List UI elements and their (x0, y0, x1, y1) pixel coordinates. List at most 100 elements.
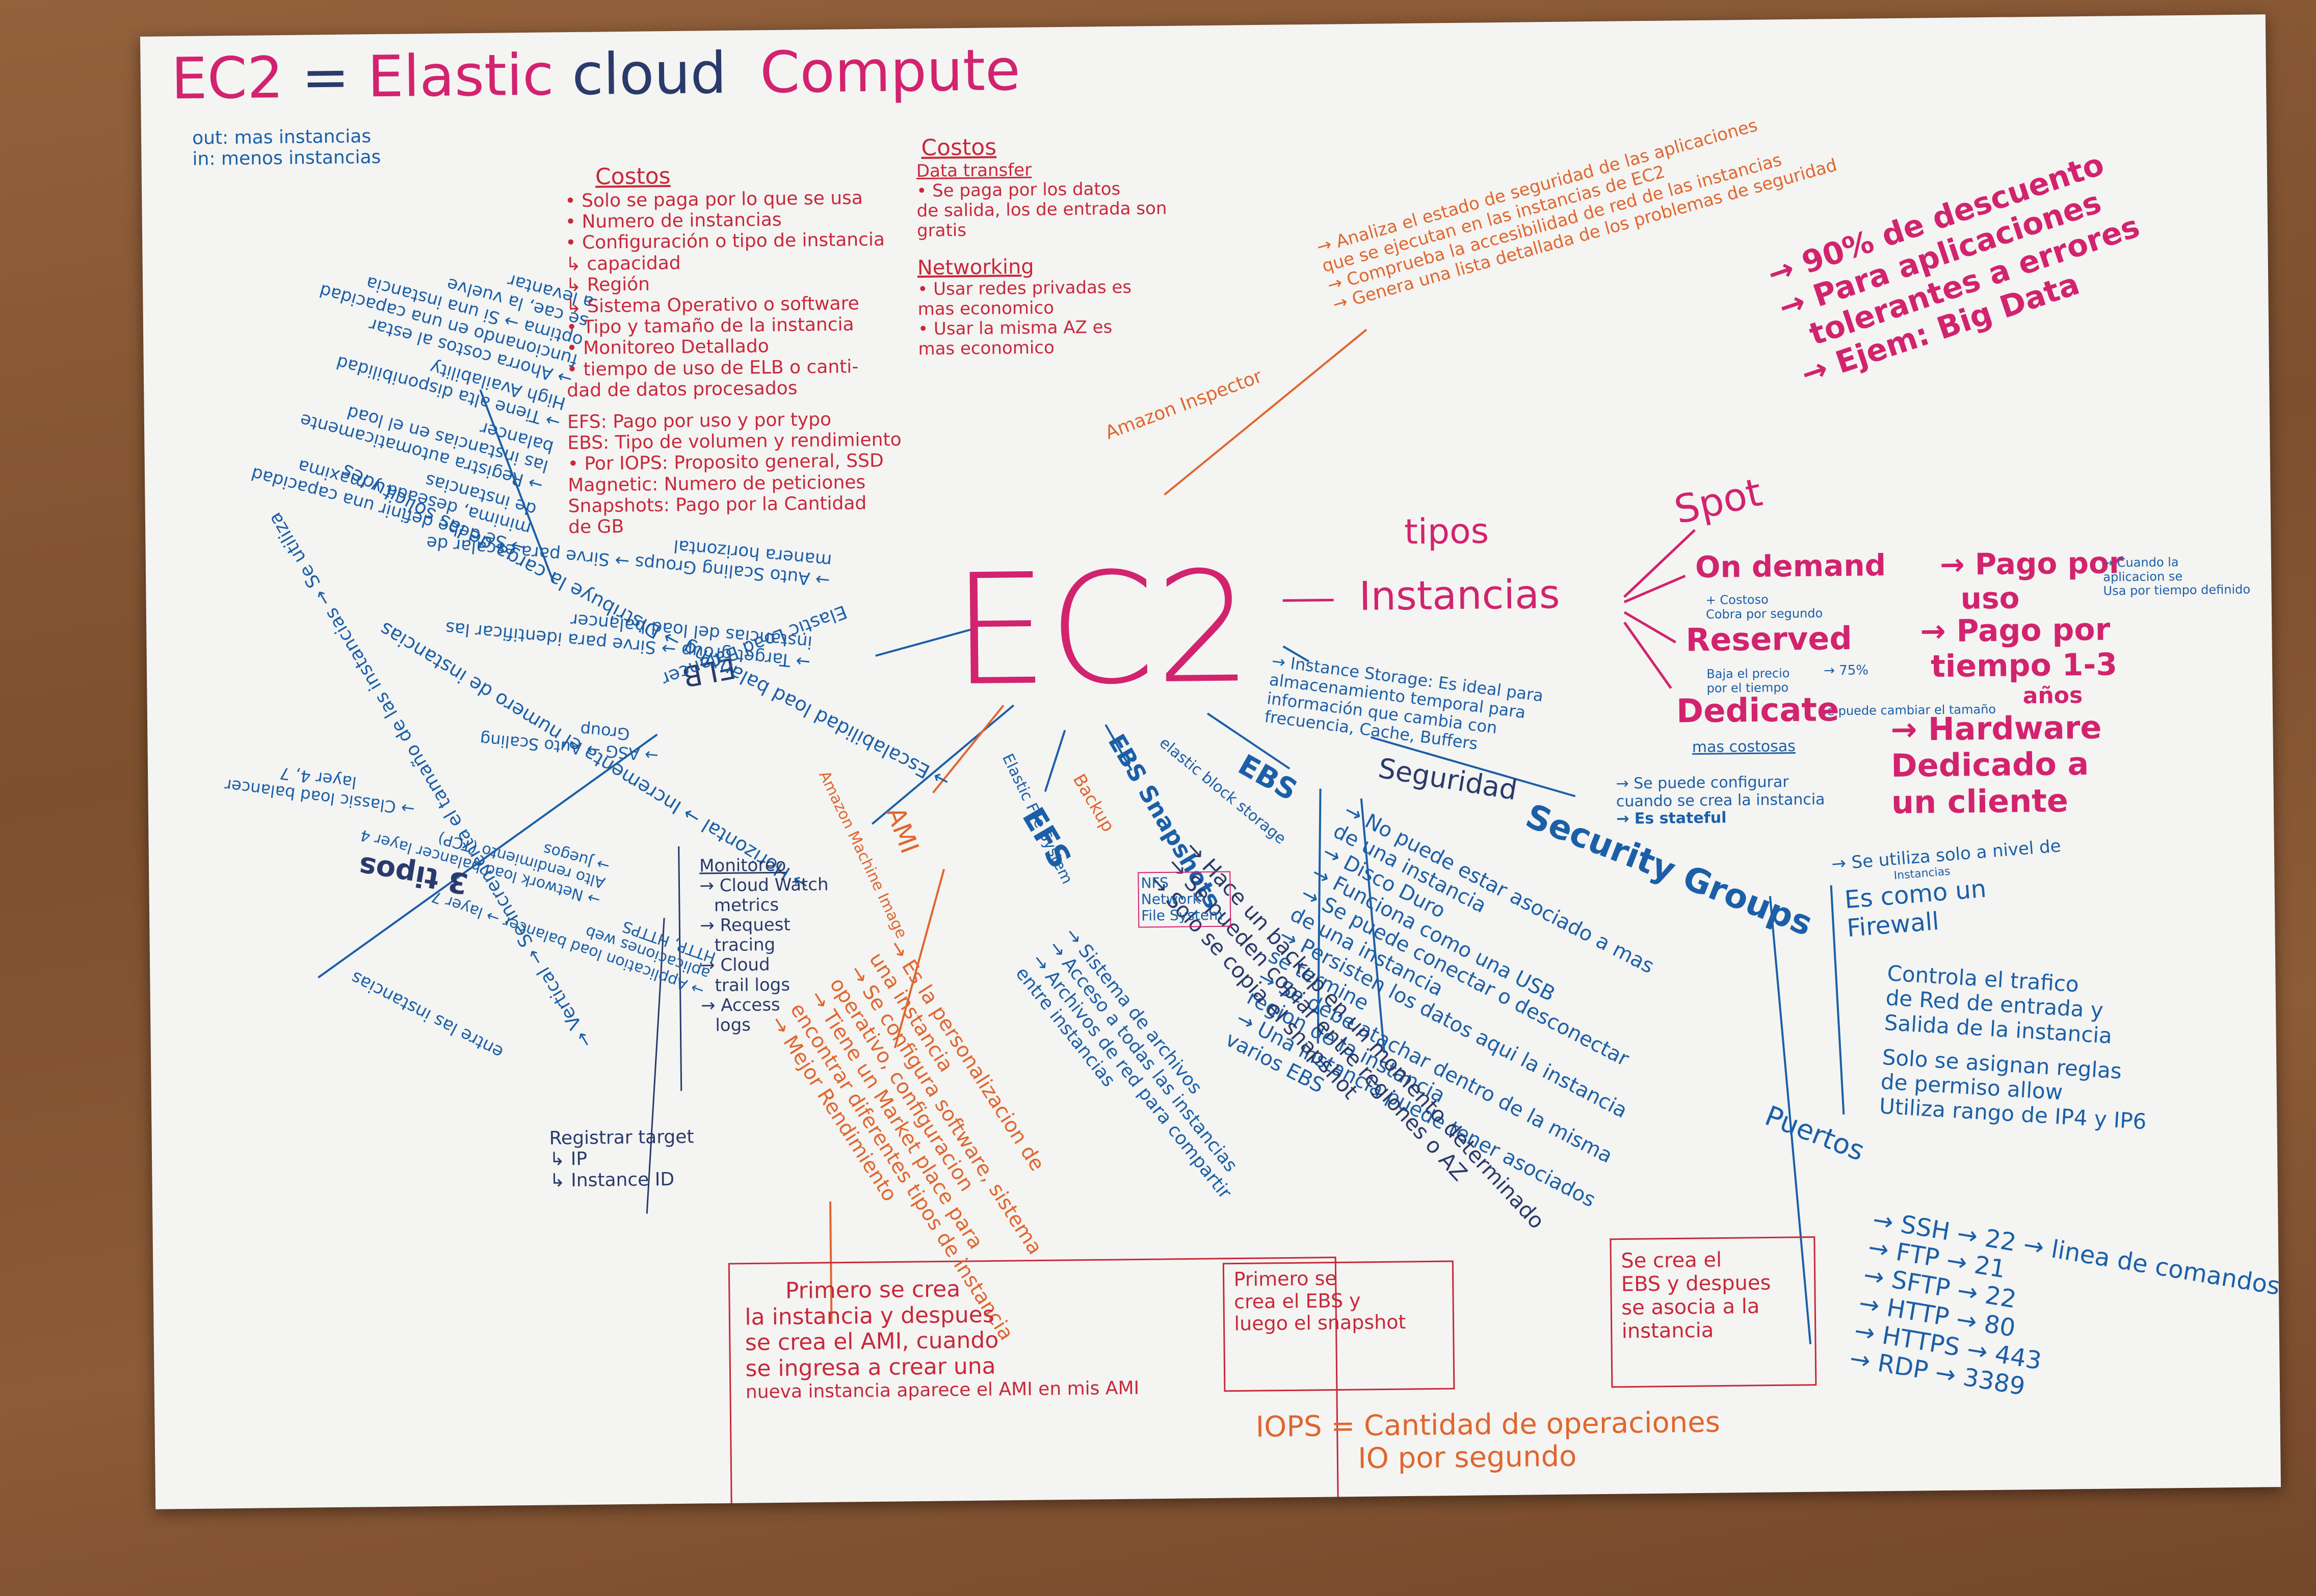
ondemand-note: + Costoso (1705, 592, 1769, 607)
monitoreo-item: → Access (700, 994, 780, 1016)
monitoreo-block: Monitoreo → Cloud Watch metrics → Reques… (699, 855, 830, 1035)
monitoreo-item: → Cloud (700, 954, 770, 976)
dedicate-item: Dedicado a (1890, 745, 2089, 785)
security-block: → Se utiliza solo a nivel de Instancias … (1831, 836, 2067, 943)
reserved-item: → Pago por (1920, 611, 2111, 650)
ami-box-frame (728, 1256, 1339, 1509)
monitoreo-item: → Request (700, 914, 791, 936)
line-ebs-down1 (1317, 788, 1322, 1044)
ebs-box: Se crea el EBS y despues se asocia a la … (1621, 1248, 1771, 1343)
ami-box-line: nueva instancia aparece el AMI en mis AM… (745, 1377, 1140, 1403)
costos-1-item: • Monitoreo Detallado (566, 336, 769, 359)
data-transfer-heading: Data transfer (916, 159, 1032, 181)
title-compute: Compute (759, 37, 1021, 107)
dedicate-item: un cliente (1891, 781, 2069, 821)
dedicate-label: Dedicate (1676, 691, 1839, 731)
line-ami (932, 704, 1005, 793)
iops-block: IOPS = Cantidad de operaciones IO por se… (1255, 1406, 1721, 1477)
register-item: ↳ Instance ID (549, 1168, 675, 1191)
dedicate-note: mas costosas (1692, 737, 1796, 757)
reserved-item: años (2022, 682, 2083, 709)
snapshot-box-line: Primero se (1233, 1267, 1337, 1291)
reserved-item: tiempo 1-3 (1930, 647, 2118, 685)
nfs-box: NFS Network File System (1138, 871, 1231, 928)
ondemand-notes: + Costoso Cobra por segundo (1706, 592, 1823, 622)
dedicate-item: → Hardware (1890, 708, 2102, 749)
monitoreo-item: logs (715, 1015, 751, 1035)
title-ec2: EC2 (171, 44, 284, 113)
out-note: out: mas instancias (192, 126, 372, 149)
costos-ebs-4: Snapshots: Pago por la Cantidad (568, 493, 867, 517)
ebs-box-frame (1610, 1236, 1817, 1388)
line-register (646, 918, 665, 1214)
ondemand-items: → Pago por uso (1939, 545, 2124, 616)
costos-ebs: EBS: Tipo de volumen y rendimiento (567, 429, 902, 454)
ondemand-note: Cobra por segundo (1705, 606, 1823, 622)
line-scal (871, 704, 1015, 825)
reserved-label: Reserved (1686, 619, 1853, 659)
line-monitoreo (678, 846, 682, 1091)
ondemand-notes-2: → Cuando la aplicacion se Usa por tiempo… (2103, 555, 2250, 599)
ondemand-note: → Cuando la (2102, 555, 2179, 570)
snap-box-frame (1222, 1260, 1455, 1392)
data-transfer-item: • Se paga por los datos (916, 178, 1121, 201)
line-dedicate (1623, 622, 1672, 689)
iops-line: IO por segundo (1358, 1440, 1577, 1476)
costos-1-item: • tiempo de uso de ELB o canti- (566, 356, 859, 380)
line-reserved (1623, 611, 1676, 644)
register-heading: Registrar target (549, 1126, 694, 1149)
title-cloud: cloud (571, 40, 727, 109)
line-ondemand (1623, 574, 1686, 603)
iops-line: IOPS = Cantidad de operaciones (1255, 1405, 1721, 1444)
reserved-note: Baja el precio (1706, 666, 1790, 681)
reserved-items: → Pago por tiempo 1-3 años (1920, 612, 2118, 710)
title-eq: = (301, 44, 350, 111)
ebs-box-line: EBS y despues (1621, 1271, 1771, 1296)
snapshot-box-line: luego el snapshot (1234, 1311, 1406, 1335)
line-storage (1282, 645, 1309, 662)
register-item: ↳ IP (549, 1149, 588, 1171)
ami-box-line: se ingresa a crear una (745, 1353, 996, 1382)
instancias-label: Instancias (1359, 571, 1560, 620)
ami-box-line: Primero se crea (785, 1276, 961, 1304)
costos-ebs-2: • Por IOPS: Proposito general, SSD (567, 450, 884, 475)
data-transfer-item: gratis (916, 220, 967, 241)
page-title: EC2 = Elastic cloud Compute (171, 37, 1021, 113)
in-note: in: menos instancias (192, 147, 381, 170)
costos-1-item: ↳ Región (565, 274, 650, 296)
line-sec (1370, 736, 1576, 797)
ami-box: Primero se crea la instancia y despues s… (745, 1275, 1140, 1403)
costos-ebs-3: Magnetic: Numero de peticiones (568, 471, 866, 496)
networking-item: mas economico (918, 337, 1055, 360)
monitoreo-heading: Monitoreo (699, 855, 786, 876)
costos-block-1: Costos • Solo se paga por lo que se usa … (565, 161, 903, 538)
costos-1-item: ↳ capacidad (565, 252, 681, 275)
monitoreo-item: trail logs (715, 974, 791, 996)
dedicate-items: → Hardware Dedicado a un cliente (1890, 708, 2102, 821)
snapshot-box-line: crea el EBS y (1233, 1289, 1361, 1313)
ebs-box-line: instancia (1621, 1318, 1714, 1343)
costos-block-2: Costos Data transfer • Se paga por los d… (916, 133, 1168, 359)
out-in-notes: out: mas instancias in: menos instancias (192, 126, 381, 170)
ondemand-item: → Pago por (1939, 545, 2124, 582)
monitoreo-item: tracing (714, 935, 776, 956)
line-asg (479, 389, 555, 583)
line-elb (875, 628, 972, 657)
title-elastic: Elastic (367, 42, 555, 111)
snapshot-box: Primero se crea el EBS y luego el snapsh… (1233, 1267, 1406, 1336)
ondemand-note: aplicacion se (2103, 569, 2183, 584)
line-tipos (318, 733, 658, 978)
security-configure: → Se puede configurar cuando se crea la … (1616, 773, 1825, 828)
line-ports2 (1769, 896, 1812, 1344)
costos-1-item: • Tipo y tamaño de la instancia (566, 314, 854, 338)
costos-1-item: ↳ Sistema Operativo o software (566, 292, 859, 317)
connector-lines (318, 329, 1845, 1509)
ebs-box-line: Se crea el (1621, 1248, 1722, 1273)
reserved-pct: → 75% (1824, 662, 1869, 679)
costos-1-heading: Costos (595, 163, 671, 190)
costos-1-item: • Solo se paga por lo que se usa (565, 187, 863, 211)
line-efs (1044, 730, 1066, 792)
tipos-label: tipos (1404, 511, 1489, 552)
line-ports (1830, 885, 1845, 1115)
ondemand-label: On demand (1695, 548, 1886, 585)
